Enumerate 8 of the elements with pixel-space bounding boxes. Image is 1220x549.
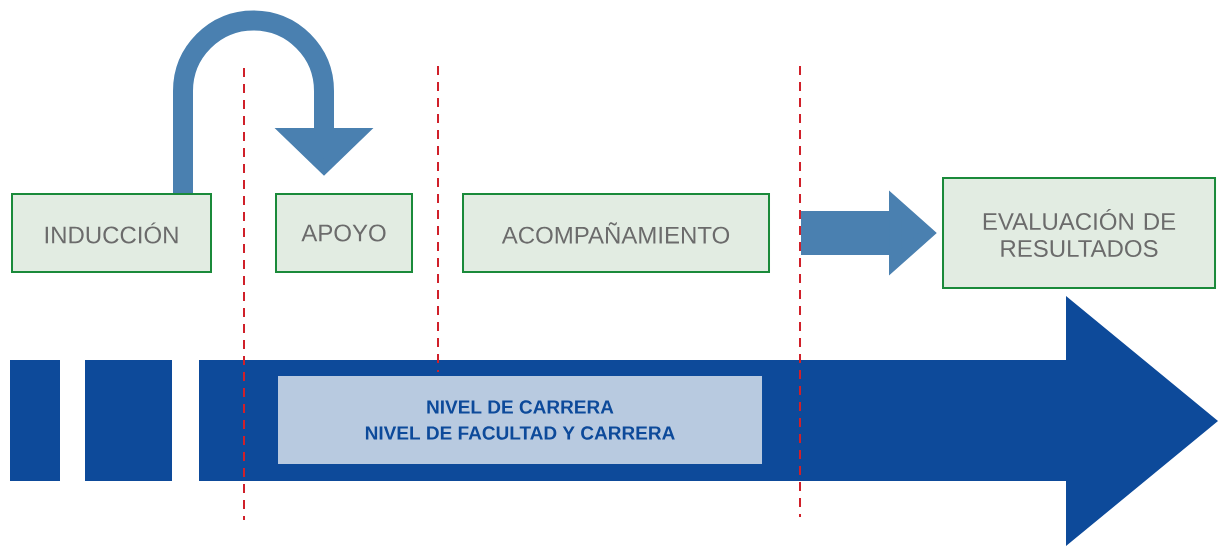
process-box: ACOMPAÑAMIENTO [462,193,770,273]
label-panel: NIVEL DE CARRERA NIVEL DE FACULTAD Y CARRERA [278,376,762,464]
process-box: EVALUACIÓN DE RESULTADOS [942,177,1216,289]
process-box: INDUCCIÓN [11,193,212,273]
curved-arrow [173,10,374,193]
process-box: APOYO [275,193,413,273]
bar-segment [85,360,172,481]
bar-segment [10,360,60,481]
